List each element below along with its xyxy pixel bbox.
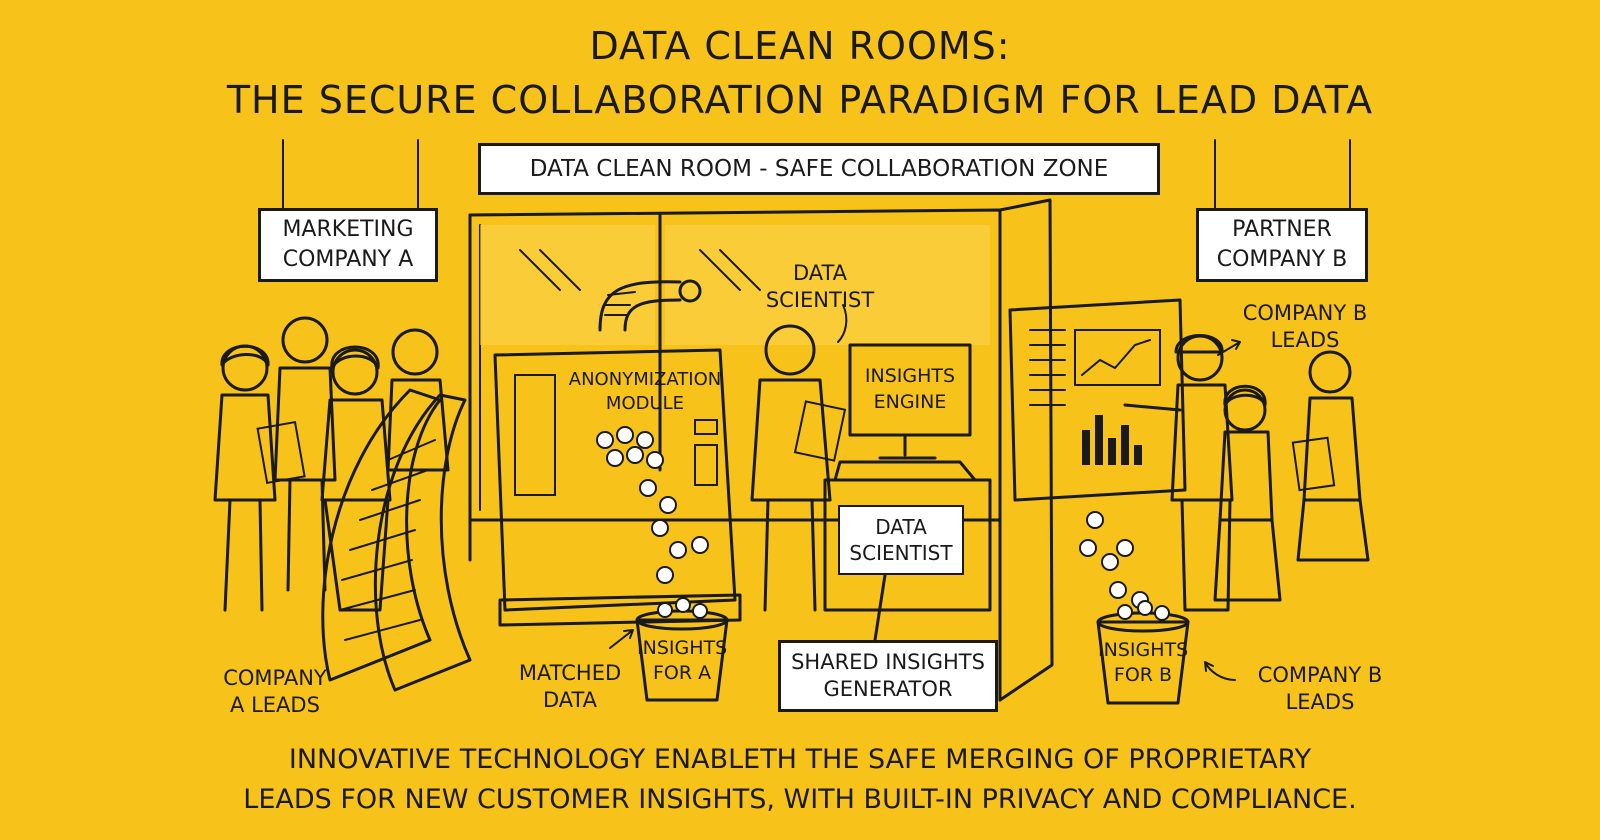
data-scientist-person <box>752 326 845 610</box>
insights-display-board <box>1010 300 1185 500</box>
person-b3 <box>1293 352 1368 560</box>
anonymization-module-line-1: ANONYMIZATION <box>560 368 730 392</box>
clean-room-banner: DATA CLEAN ROOM - SAFE COLLABORATION ZON… <box>478 143 1160 195</box>
bucket-b-line-1: INSIGHTS <box>1098 638 1188 663</box>
banner-text: DATA CLEAN ROOM - SAFE COLLABORATION ZON… <box>530 154 1109 184</box>
insight-balls-b <box>1080 512 1148 608</box>
company-b-leads-bottom-line-2: LEADS <box>1245 689 1395 716</box>
bucket-a-line-2: FOR A <box>637 661 727 686</box>
company-a-leads-line-1: COMPANY <box>210 665 340 692</box>
company-b-leads-bottom-label: COMPANY B LEADS <box>1245 662 1395 716</box>
insights-engine-line-2: ENGINE <box>855 389 965 415</box>
data-scientist-line-1: DATA <box>760 260 880 287</box>
shared-insights-line-1: SHARED INSIGHTS <box>791 649 985 676</box>
company-a-sign-line-2: COMPANY A <box>283 245 414 275</box>
caption-line-2: LEADS FOR NEW CUSTOMER INSIGHTS, WITH BU… <box>0 780 1600 820</box>
desk-sign-line-2: SCIENTIST <box>849 540 952 566</box>
bucket-a-line-1: INSIGHTS <box>637 636 727 661</box>
company-b-sign: PARTNER COMPANY B <box>1196 208 1368 282</box>
company-a-sign-line-1: MARKETING <box>282 215 413 245</box>
data-scientist-label: DATA SCIENTIST <box>760 260 880 314</box>
company-a-leads-label: COMPANY A LEADS <box>210 665 340 719</box>
company-b-sign-line-2: COMPANY B <box>1217 245 1348 275</box>
data-scientist-line-2: SCIENTIST <box>760 287 880 314</box>
person-a1 <box>215 346 305 610</box>
clean-room-door <box>1000 200 1052 700</box>
company-a-sign: MARKETING COMPANY A <box>258 208 438 282</box>
bucket-b-line-2: FOR B <box>1098 663 1188 688</box>
person-b2 <box>1215 386 1280 600</box>
desk-sign-line-1: DATA <box>875 514 927 540</box>
insights-engine-label: INSIGHTS ENGINE <box>855 363 965 415</box>
bottom-caption: INNOVATIVE TECHNOLOGY ENABLETH THE SAFE … <box>0 740 1600 820</box>
company-b-leads-top-line-1: COMPANY B <box>1230 300 1380 327</box>
company-b-sign-line-1: PARTNER <box>1232 215 1332 245</box>
anonymization-module-line-2: MODULE <box>560 392 730 416</box>
insights-engine-line-1: INSIGHTS <box>855 363 965 389</box>
matched-data-line-1: MATCHED <box>510 660 630 687</box>
data-scientist-desk-sign: DATA SCIENTIST <box>838 505 964 575</box>
company-b-leads-top-label: COMPANY B LEADS <box>1230 300 1380 354</box>
shared-insights-generator-box: SHARED INSIGHTS GENERATOR <box>778 640 998 712</box>
company-a-leads-line-2: A LEADS <box>210 692 340 719</box>
shared-insights-line-2: GENERATOR <box>824 676 953 703</box>
matched-data-line-2: DATA <box>510 687 630 714</box>
bucket-a-label: INSIGHTS FOR A <box>637 636 727 686</box>
caption-line-1: INNOVATIVE TECHNOLOGY ENABLETH THE SAFE … <box>0 740 1600 780</box>
company-b-leads-bottom-line-1: COMPANY B <box>1245 662 1395 689</box>
matched-data-label: MATCHED DATA <box>510 660 630 714</box>
company-b-leads-top-line-2: LEADS <box>1230 327 1380 354</box>
lead-paper-stream <box>323 390 470 690</box>
anonymization-module-label: ANONYMIZATION MODULE <box>560 368 730 416</box>
title-line-1: DATA CLEAN ROOMS: <box>0 24 1600 68</box>
bucket-b-label: INSIGHTS FOR B <box>1098 638 1188 688</box>
title-line-2: THE SECURE COLLABORATION PARADIGM FOR LE… <box>0 78 1600 122</box>
company-b-people <box>1125 336 1368 611</box>
